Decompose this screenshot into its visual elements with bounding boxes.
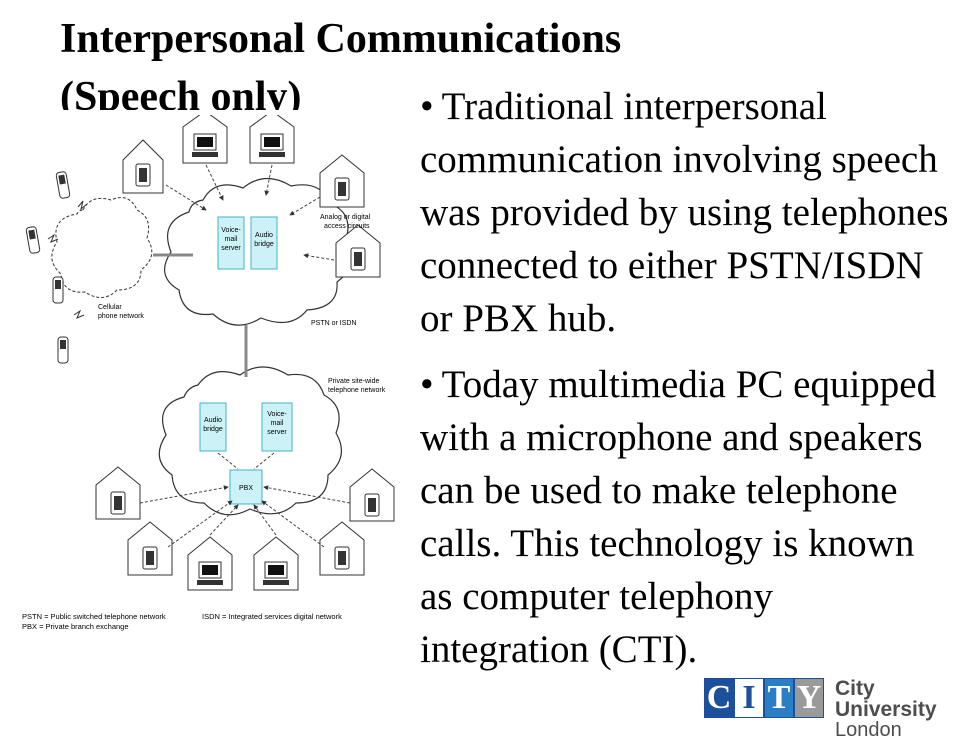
- audio-bridge-top-box: [250, 216, 278, 270]
- private-label-2: telephone network: [328, 387, 386, 394]
- mobile-3: [52, 276, 64, 304]
- private-label-1: Private site-wide: [328, 378, 379, 385]
- logo-letter-c: C: [704, 678, 734, 718]
- house-phone-4: [95, 466, 141, 520]
- audio-bridge-top-2: bridge: [254, 241, 274, 248]
- bullet-dot: •: [420, 85, 434, 128]
- audio-bridge-bottom-box: [199, 402, 227, 452]
- audio-bridge-top-1: Audio: [255, 232, 273, 239]
- legend-isdn: ISDN = Integrated services digital netwo…: [202, 612, 342, 621]
- cellular-cloud: [51, 197, 153, 298]
- mobile-1: [55, 170, 71, 200]
- logo-name: City University: [835, 677, 937, 721]
- bullet-item-2: •Today multimedia PC equipped with a mic…: [420, 358, 950, 676]
- bullet-text-1: Traditional interpersonal communication …: [420, 85, 949, 340]
- logo-letter-t: T: [764, 678, 794, 718]
- city-university-logo: C I T Y City University London: [704, 678, 960, 741]
- pstn-label: PSTN or ISDN: [311, 320, 357, 327]
- house-pc-3: [187, 536, 233, 591]
- voice-mail-server-bottom-2: mail: [271, 420, 284, 427]
- voice-mail-server-top-3: server: [221, 245, 241, 252]
- house-pc-1: [182, 115, 228, 164]
- voice-mail-server-top-box: [217, 216, 245, 270]
- legend-pbx: PBX = Private branch exchange: [22, 622, 129, 631]
- bullet-list: •Traditional interpersonal communication…: [420, 80, 950, 689]
- house-phone-1: [122, 139, 164, 194]
- house-phone-5: [127, 521, 173, 576]
- network-diagram: Voice- mail server Audio bridge Analog o…: [22, 115, 395, 631]
- house-phone-6: [319, 521, 365, 576]
- pbx-box: [229, 469, 263, 505]
- cellular-label-2: phone network: [98, 313, 144, 320]
- house-phone-3: [335, 224, 381, 278]
- house-phone-7: [349, 468, 395, 522]
- logo-letter-y: Y: [794, 678, 824, 718]
- audio-bridge-bottom-1: Audio: [204, 417, 222, 424]
- logo-letter-i: I: [734, 678, 764, 718]
- mobile-4: [57, 336, 69, 364]
- bullet-text-2: Today multimedia PC equipped with a micr…: [420, 363, 937, 671]
- pbx-label: PBX: [239, 485, 253, 492]
- voice-mail-server-top-1: Voice-: [221, 227, 241, 234]
- bullet-item-1: •Traditional interpersonal communication…: [420, 80, 950, 345]
- house-pc-4: [253, 536, 299, 591]
- title-line-1: Interpersonal Communications: [60, 16, 622, 62]
- voice-mail-server-bottom-box: [261, 402, 293, 452]
- mobile-2: [25, 225, 41, 255]
- voice-mail-server-bottom-1: Voice-: [267, 411, 287, 418]
- logo-text: City University London: [835, 678, 960, 741]
- title-line-2: (Speech only): [60, 74, 302, 110]
- voice-mail-server-bottom-3: server: [267, 429, 287, 436]
- logo-sub: London: [835, 719, 902, 741]
- slide-title: Interpersonal Communications (Speech onl…: [60, 10, 740, 110]
- voice-mail-server-top-2: mail: [225, 236, 238, 243]
- cellular-label-1: Cellular: [98, 304, 122, 311]
- house-pc-2: [249, 115, 295, 164]
- analog-label-1: Analog or digital: [320, 214, 371, 221]
- legend-pstn: PSTN = Public switched telephone network: [22, 612, 166, 621]
- house-phone-2: [319, 154, 365, 208]
- analog-label-2: access circuits: [324, 223, 370, 230]
- audio-bridge-bottom-2: bridge: [203, 426, 223, 433]
- bullet-dot: •: [420, 363, 434, 406]
